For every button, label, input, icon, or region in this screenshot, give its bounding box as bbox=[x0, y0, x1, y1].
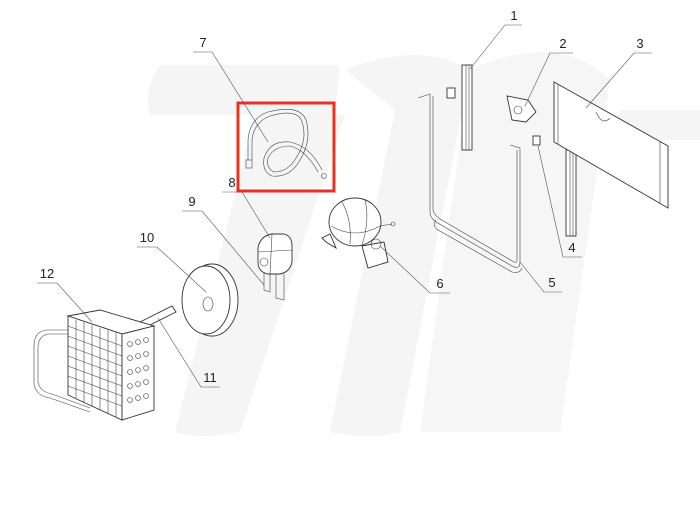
part-12-condenser[interactable] bbox=[33, 309, 156, 421]
svg-text:2: 2 bbox=[559, 36, 566, 51]
svg-text:10: 10 bbox=[140, 230, 154, 245]
callout-10: 10 bbox=[137, 230, 207, 293]
callout-5: 5 bbox=[519, 261, 562, 293]
part-8-fan-motor[interactable] bbox=[257, 233, 293, 301]
callout-8: 8 bbox=[222, 175, 271, 239]
part-5-drain-pipe[interactable] bbox=[417, 93, 523, 273]
highlight-box bbox=[236, 101, 336, 193]
callout-4: 4 bbox=[537, 145, 582, 258]
svg-text:9: 9 bbox=[188, 194, 195, 209]
svg-text:1: 1 bbox=[510, 8, 517, 23]
part-7-capillary-tube[interactable] bbox=[245, 109, 327, 179]
svg-text:8: 8 bbox=[228, 175, 235, 190]
callout-7: 7 bbox=[193, 35, 269, 143]
callout-12: 12 bbox=[37, 266, 93, 323]
watermark bbox=[147, 52, 700, 436]
svg-text:5: 5 bbox=[548, 275, 555, 290]
svg-text:11: 11 bbox=[203, 370, 217, 385]
svg-text:3: 3 bbox=[636, 36, 643, 51]
callout-1: 1 bbox=[469, 8, 522, 70]
callout-9: 9 bbox=[182, 194, 265, 286]
part-6-compressor[interactable] bbox=[321, 197, 396, 269]
callout-11: 11 bbox=[157, 317, 220, 388]
svg-text:7: 7 bbox=[199, 35, 206, 50]
callout-3: 3 bbox=[585, 36, 652, 109]
part-1-rail[interactable] bbox=[446, 64, 473, 151]
svg-text:6: 6 bbox=[436, 276, 443, 291]
callout-6: 6 bbox=[379, 245, 450, 294]
part-10-fan-blade[interactable] bbox=[181, 263, 239, 337]
svg-text:12: 12 bbox=[40, 266, 54, 281]
svg-text:4: 4 bbox=[568, 240, 575, 255]
callout-2: 2 bbox=[524, 36, 573, 107]
part-3-panel[interactable] bbox=[553, 81, 669, 209]
part-2-bracket[interactable] bbox=[506, 95, 537, 123]
